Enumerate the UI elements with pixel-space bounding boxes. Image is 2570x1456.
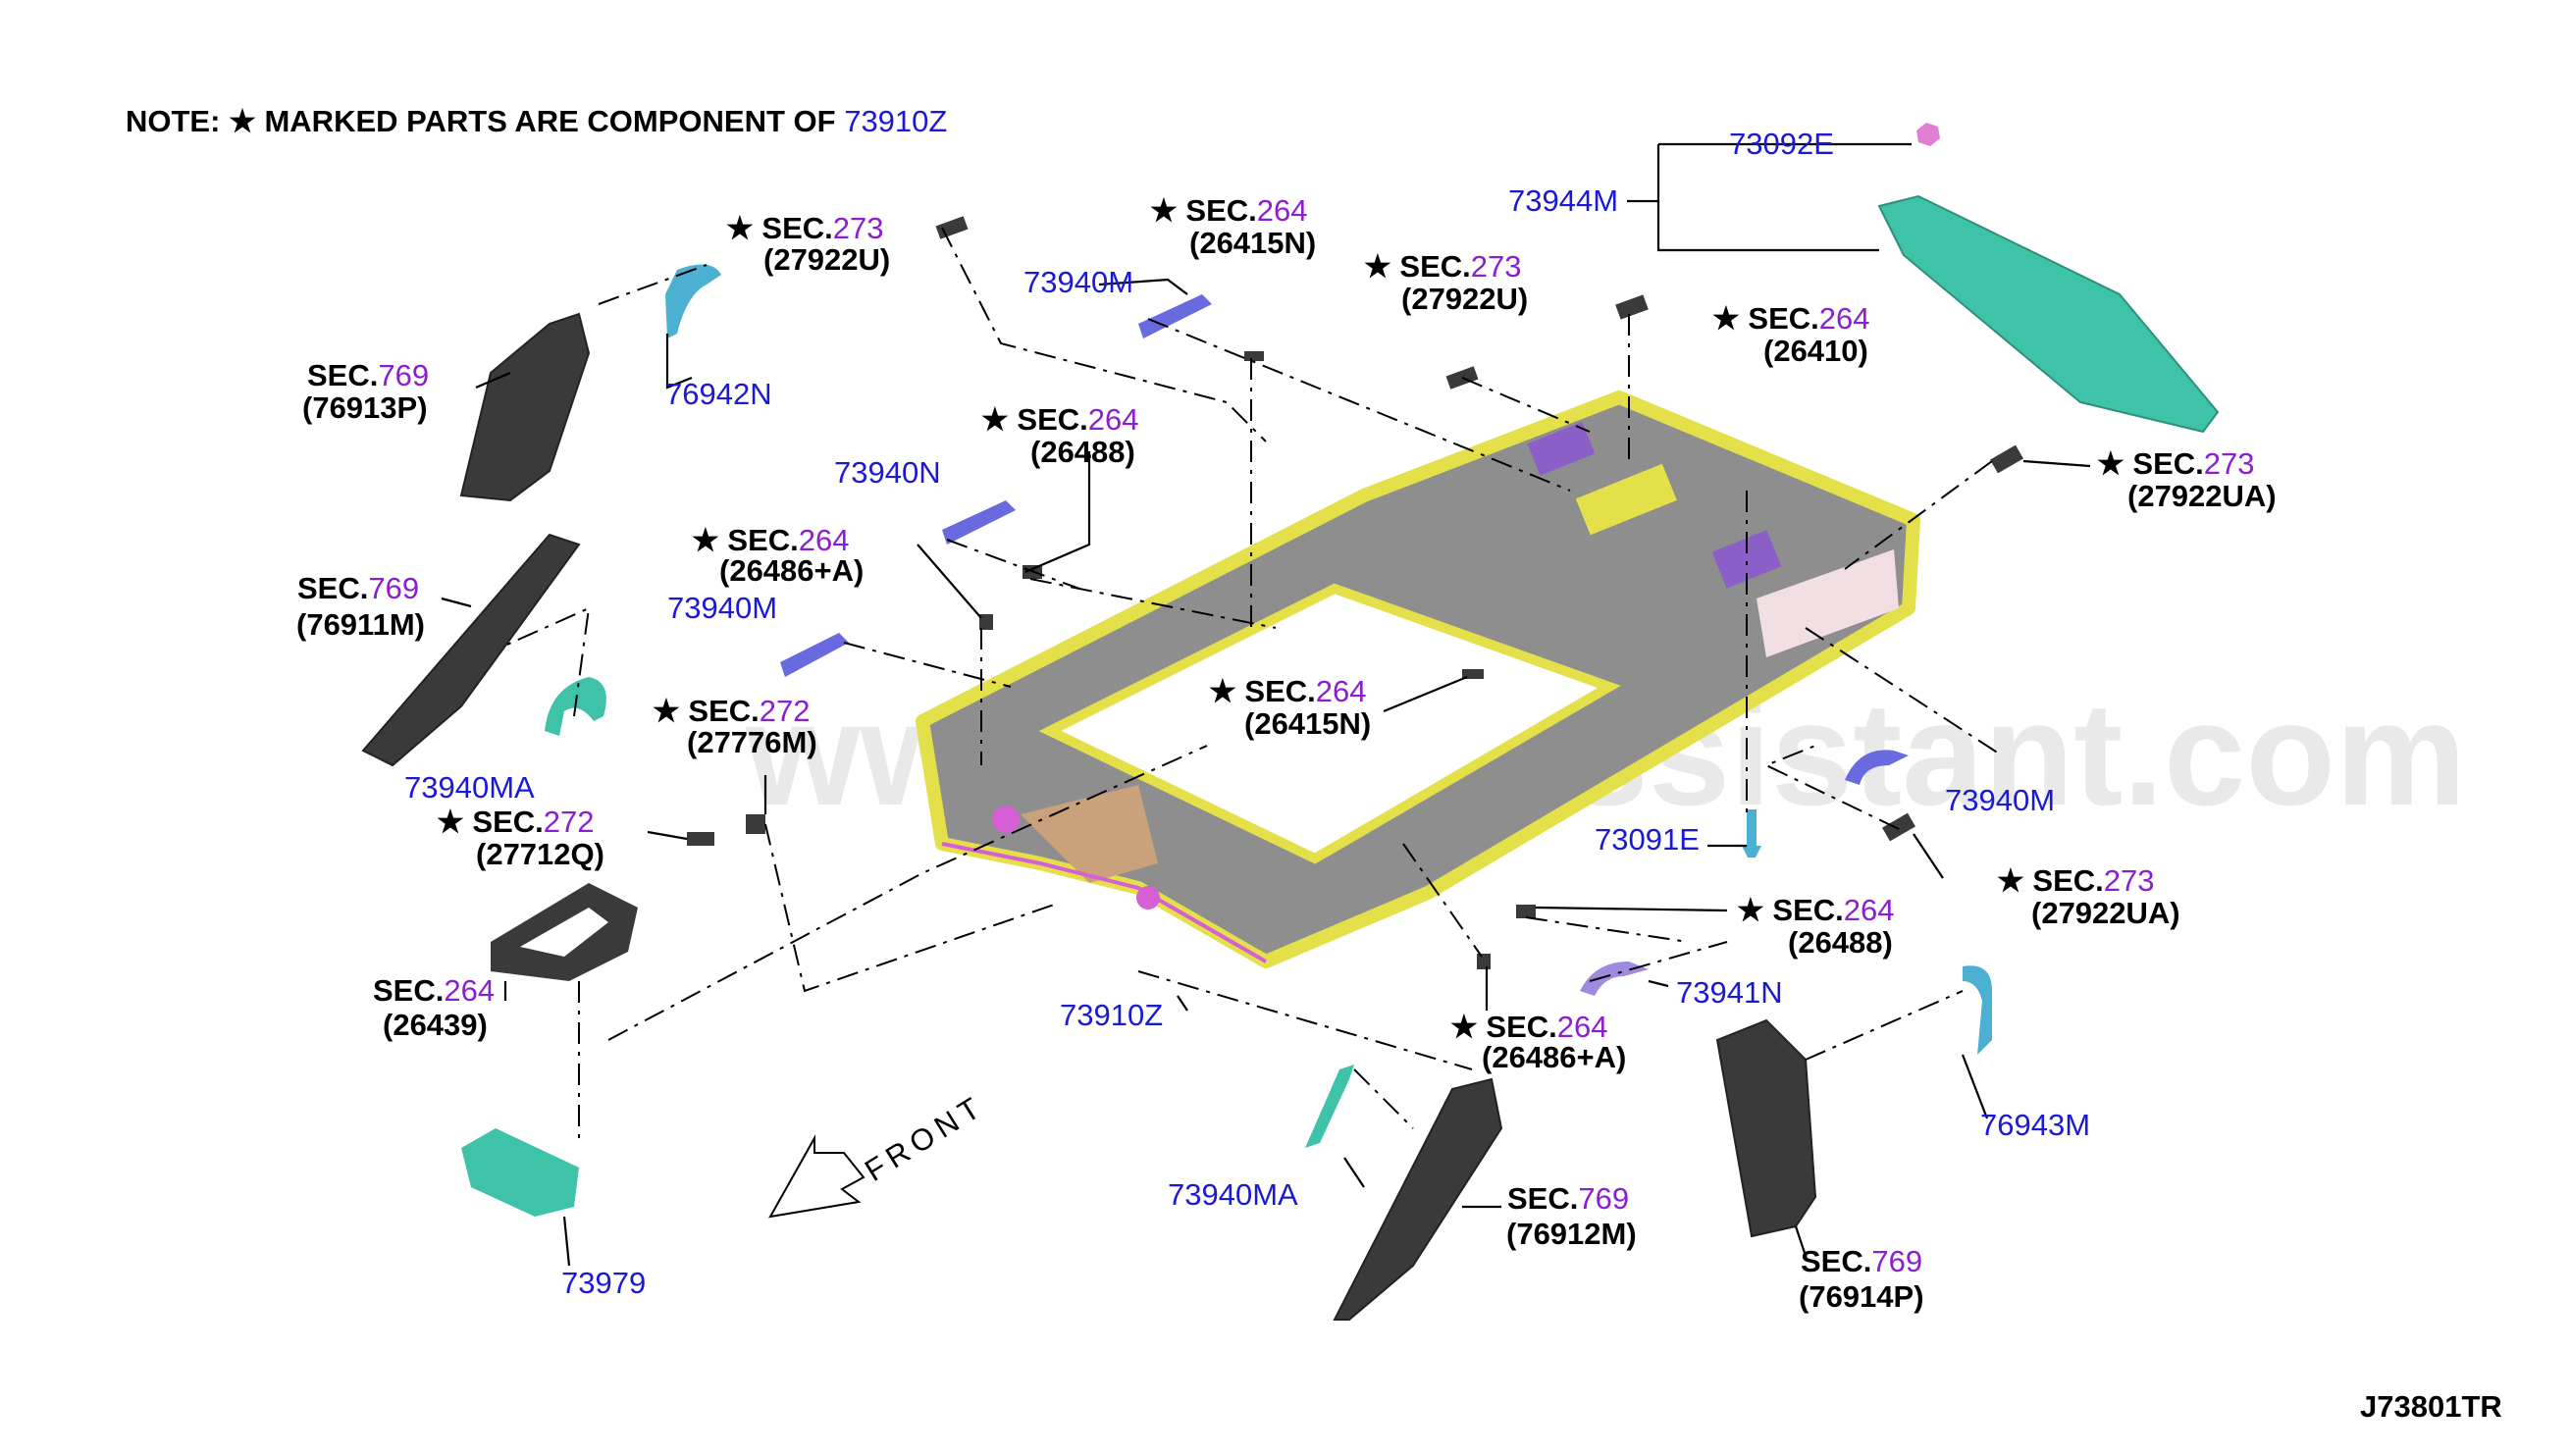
- sec-label-26415N-a: ★ SEC.264: [1150, 193, 1308, 228]
- part-label-26410: (26410): [1763, 334, 1868, 368]
- part-label-26488-b: (26488): [1788, 925, 1893, 960]
- part-label-26488-a: (26488): [1030, 435, 1135, 469]
- grip-handle-73940MA-b: [1305, 1065, 1354, 1148]
- pillar-trim-76911M: [361, 533, 581, 767]
- sec-label-76914P: SEC.769: [1801, 1244, 1922, 1278]
- sec-label-26415N-b: ★ SEC.264: [1209, 674, 1367, 708]
- section-callouts: ★ SEC.273 (27922U) ★ SEC.264 (26415N) ★ …: [296, 193, 2277, 1314]
- part-label-27712Q: (27712Q): [476, 837, 604, 871]
- part-label-27922UA-a: (27922UA): [2127, 479, 2277, 513]
- grip-handle-73940M-a: [1138, 294, 1212, 338]
- connector-27922U-a: [935, 216, 969, 239]
- antenna-27712Q: [687, 832, 714, 846]
- sec-label-76912M: SEC.769: [1507, 1181, 1629, 1216]
- dash-dot-leaders: [499, 227, 2003, 1138]
- part-label-26486A-a: (26486+A): [719, 553, 864, 588]
- sec-label-26410: ★ SEC.264: [1712, 301, 1870, 336]
- part-label-73910Z: 73910Z: [1060, 998, 1163, 1032]
- part-label-76912M: (76912M): [1506, 1217, 1637, 1251]
- grip-handle-73940M-b: [780, 633, 849, 677]
- sec-label-27922U-a: ★ SEC.273: [726, 211, 884, 245]
- part-number-labels: 73092E 73944M 73940M 76942N 73940N 73940…: [404, 127, 2090, 1300]
- rear-header-trim-73944M: [1877, 194, 2220, 434]
- grip-handle-76942N: [665, 264, 721, 338]
- part-label-73092E: 73092E: [1729, 127, 1834, 161]
- microphone-27776M: [746, 814, 765, 834]
- sec-label-76913P: SEC.769: [307, 358, 429, 392]
- sec-label-26488-b: ★ SEC.264: [1737, 893, 1895, 927]
- pillar-trim-76912M: [1333, 1077, 1503, 1321]
- part-label-73944M: 73944M: [1508, 183, 1618, 218]
- part-label-73940M-a: 73940M: [1023, 265, 1133, 299]
- part-label-27776M: (27776M): [687, 725, 817, 759]
- part-label-73940MA-a: 73940MA: [404, 770, 535, 805]
- sec-label-26439: SEC.264: [373, 973, 495, 1008]
- sec-label-27922UA-a: ★ SEC.273: [2097, 446, 2255, 481]
- sec-label-26486A-a: ★ SEC.264: [692, 523, 850, 557]
- part-label-26415N-a: (26415N): [1189, 226, 1316, 260]
- part-label-26486A-b: (26486+A): [1482, 1040, 1626, 1074]
- lamp-26488-b: [1516, 905, 1536, 918]
- part-label-73940M-b: 73940M: [667, 591, 777, 625]
- pillar-trim-76913P: [459, 312, 591, 502]
- part-label-73941N: 73941N: [1676, 975, 1783, 1010]
- part-label-76913P: (76913P): [302, 390, 428, 425]
- headliner-73910Z: [916, 390, 1920, 968]
- part-label-26415N-b: (26415N): [1244, 706, 1371, 741]
- sec-label-26488-a: ★ SEC.264: [981, 402, 1139, 437]
- grip-handle-73940N: [942, 500, 1016, 545]
- lamp-26415N-a: [1244, 351, 1264, 361]
- grip-handle-76943M: [1963, 965, 1992, 1055]
- part-label-76911M: (76911M): [296, 607, 425, 642]
- connector-27922UA-a: [1990, 444, 2023, 474]
- diagram-code: J73801TR: [2360, 1389, 2502, 1424]
- front-direction-arrow: FRONT: [768, 1088, 991, 1219]
- connector-26410: [1615, 294, 1649, 320]
- sec-label-26486A-b: ★ SEC.264: [1450, 1010, 1608, 1044]
- part-label-76943M: 76943M: [1980, 1108, 2090, 1142]
- part-label-27922UA-b: (27922UA): [2031, 896, 2180, 930]
- part-label-27922U-a: (27922U): [763, 242, 890, 277]
- part-label-76914P: (76914P): [1799, 1279, 1924, 1314]
- part-label-73091E: 73091E: [1595, 822, 1700, 857]
- grip-handle-73940M-c: [1845, 750, 1909, 785]
- pillar-trim-76914P: [1715, 1018, 1817, 1238]
- sec-label-27712Q: ★ SEC.272: [437, 805, 595, 839]
- sec-label-27922U-b: ★ SEC.273: [1364, 249, 1522, 284]
- part-label-73940M-c: 73940M: [1945, 783, 2055, 817]
- clip-73092E: [1916, 123, 1940, 146]
- sec-label-27776M: ★ SEC.272: [653, 694, 811, 728]
- connector-27922UA-b: [1882, 812, 1915, 842]
- sec-label-76911M: SEC.769: [297, 571, 419, 605]
- lamp-26486A-b: [1477, 954, 1491, 969]
- map-lamp-73979: [461, 1128, 579, 1217]
- part-label-27922U-b: (27922U): [1401, 282, 1528, 316]
- part-label-73940MA-b: 73940MA: [1168, 1177, 1298, 1212]
- part-label-26439: (26439): [383, 1008, 488, 1042]
- front-label: FRONT: [859, 1088, 991, 1188]
- sec-label-27922UA-b: ★ SEC.273: [1997, 863, 2155, 898]
- lamp-26486A-a: [979, 614, 993, 630]
- part-label-73940N: 73940N: [834, 455, 941, 490]
- label-leaders: [441, 142, 2091, 1267]
- note-line: NOTE: ★ MARKED PARTS ARE COMPONENT OF 73…: [126, 104, 947, 138]
- part-label-73979: 73979: [561, 1266, 646, 1300]
- part-label-76942N: 76942N: [665, 377, 772, 411]
- lamp-26415N-b: [1462, 669, 1484, 679]
- console-frame-26439: [491, 883, 638, 981]
